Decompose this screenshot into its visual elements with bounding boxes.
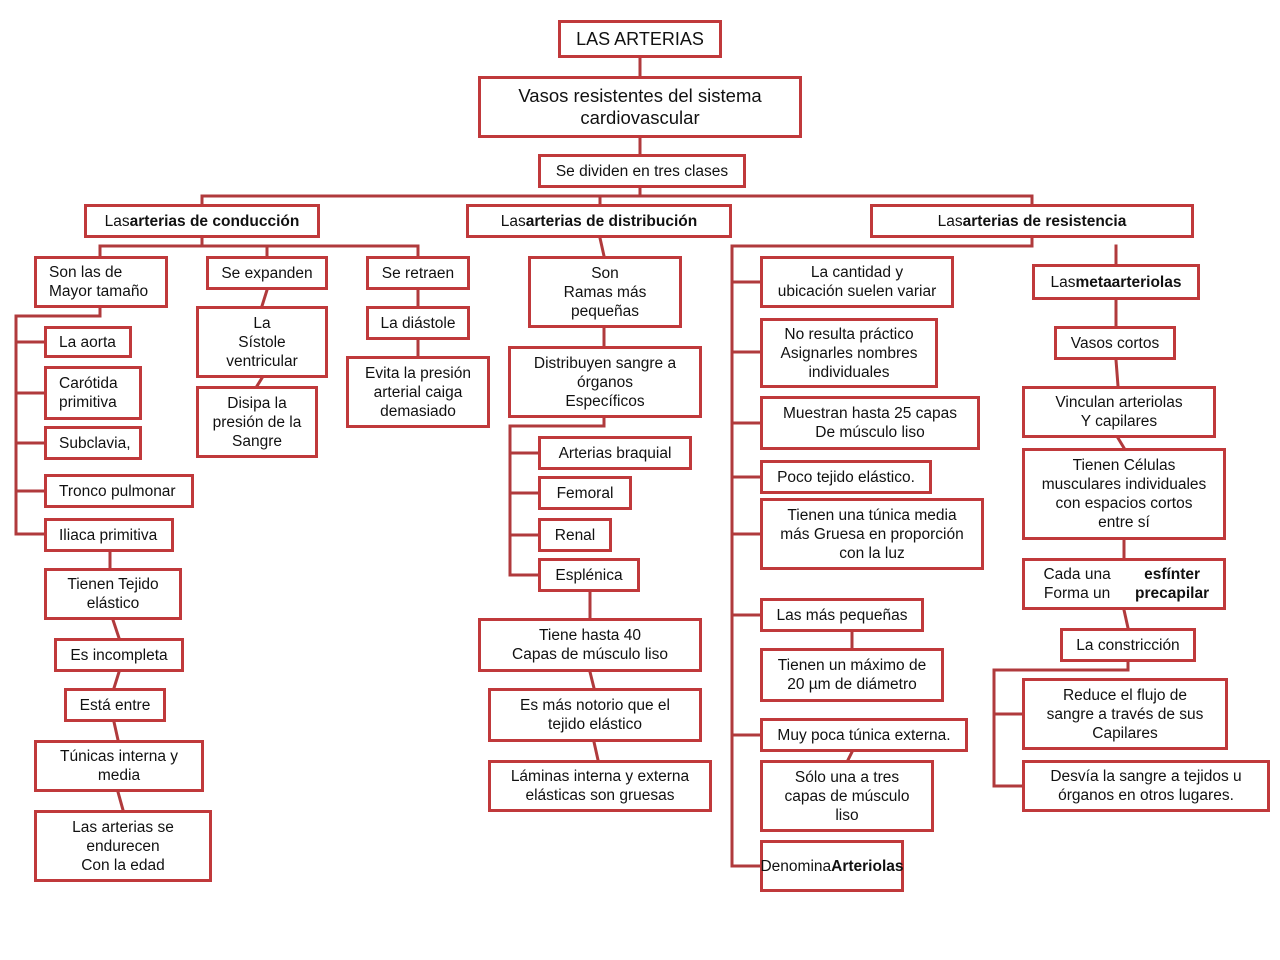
example-braquial-node: Arterias braquial (538, 436, 692, 470)
ramas-pequenas-node: Son Ramas más pequeñas (528, 256, 682, 328)
example-iliaca-node: Iliaca primitiva (44, 518, 174, 552)
class-conduccion-node: Las arterias de conducción (84, 204, 320, 238)
capas-25-node: Muestran hasta 25 capas De músculo liso (760, 396, 980, 450)
example-subclavia-node: Subclavia, (44, 426, 142, 460)
mayor-tamano-node: Son las de Mayor tamaño (34, 256, 168, 308)
sistole-node: La Sístole ventricular (196, 306, 328, 378)
root-description-node: Vasos resistentes del sistema cardiovasc… (478, 76, 802, 138)
retraen-node: Se retraen (366, 256, 470, 290)
esfinter-node: Cada una Forma un esfínter precapilar (1022, 558, 1226, 610)
connector-line (592, 740, 600, 762)
example-carotida-node: Carótida primitiva (44, 366, 142, 420)
connector-line (254, 375, 265, 389)
laminas-node: Láminas interna y externa elásticas son … (488, 760, 712, 812)
denomina-node: Denomina Arteriolas (760, 840, 904, 892)
connector-line (1122, 608, 1130, 630)
desvia-node: Desvía la sangre a tejidos u órganos en … (1022, 760, 1270, 812)
diastole-node: La diástole (366, 306, 470, 340)
vinculan-node: Vinculan arteriolas Y capilares (1022, 386, 1216, 438)
tunica-media-node: Tienen una túnica media más Gruesa en pr… (760, 498, 984, 570)
expanden-node: Se expanden (206, 256, 328, 290)
constriccion-node: La constricción (1060, 628, 1196, 662)
cantidad-node: La cantidad y ubicación suelen variar (760, 256, 954, 308)
title-node: LAS ARTERIAS (558, 20, 722, 58)
poco-elastico-node: Poco tejido elástico. (760, 460, 932, 494)
example-tronco-pulmonar-node: Tronco pulmonar (44, 474, 194, 508)
connector-line (598, 236, 606, 258)
connector-line (111, 618, 121, 640)
tunicas-node: Túnicas interna y media (34, 740, 204, 792)
vasos-cortos-node: Vasos cortos (1054, 326, 1176, 360)
poca-externa-node: Muy poca túnica externa. (760, 718, 968, 752)
connector-line (588, 670, 596, 690)
mas-pequenas-node: Las más pequeñas (760, 598, 924, 632)
example-aorta-node: La aorta (44, 326, 132, 358)
capas-40-node: Tiene hasta 40 Capas de músculo liso (478, 618, 702, 672)
reduce-flujo-node: Reduce el flujo de sangre a través de su… (1022, 678, 1228, 750)
una-a-tres-node: Sólo una a tres capas de músculo liso (760, 760, 934, 832)
connector-line (112, 720, 120, 742)
divide-node: Se dividen en tres clases (538, 154, 746, 188)
connector-line (845, 749, 855, 763)
evita-node: Evita la presión arterial caiga demasiad… (346, 356, 490, 428)
connector-line (1115, 435, 1127, 451)
class-resistencia-node: Las arterias de resistencia (870, 204, 1194, 238)
incompleta-node: Es incompleta (54, 638, 184, 672)
no-practico-node: No resulta práctico Asignarles nombres i… (760, 318, 938, 388)
endurecen-node: Las arterias se endurecen Con la edad (34, 810, 212, 882)
diametro-node: Tienen un máximo de 20 µm de diámetro (760, 648, 944, 702)
connector-line (260, 288, 269, 308)
notorio-node: Es más notorio que el tejido elástico (488, 688, 702, 742)
esta-entre-node: Está entre (64, 688, 166, 722)
connector-line (1114, 358, 1120, 388)
connector-line (112, 670, 121, 690)
example-renal-node: Renal (538, 518, 612, 552)
example-esplenica-node: Esplénica (538, 558, 640, 592)
distribuyen-node: Distribuyen sangre a órganos Específicos (508, 346, 702, 418)
example-femoral-node: Femoral (538, 476, 632, 510)
disipa-node: Disipa la presión de la Sangre (196, 386, 318, 458)
metaarteriolas-node: Las metaarteriolas (1032, 264, 1200, 300)
celulas-node: Tienen Células musculares individuales c… (1022, 448, 1226, 540)
connector-line (116, 790, 125, 812)
tejido-elastico-node: Tienen Tejido elástico (44, 568, 182, 620)
class-distribucion-node: Las arterias de distribución (466, 204, 732, 238)
